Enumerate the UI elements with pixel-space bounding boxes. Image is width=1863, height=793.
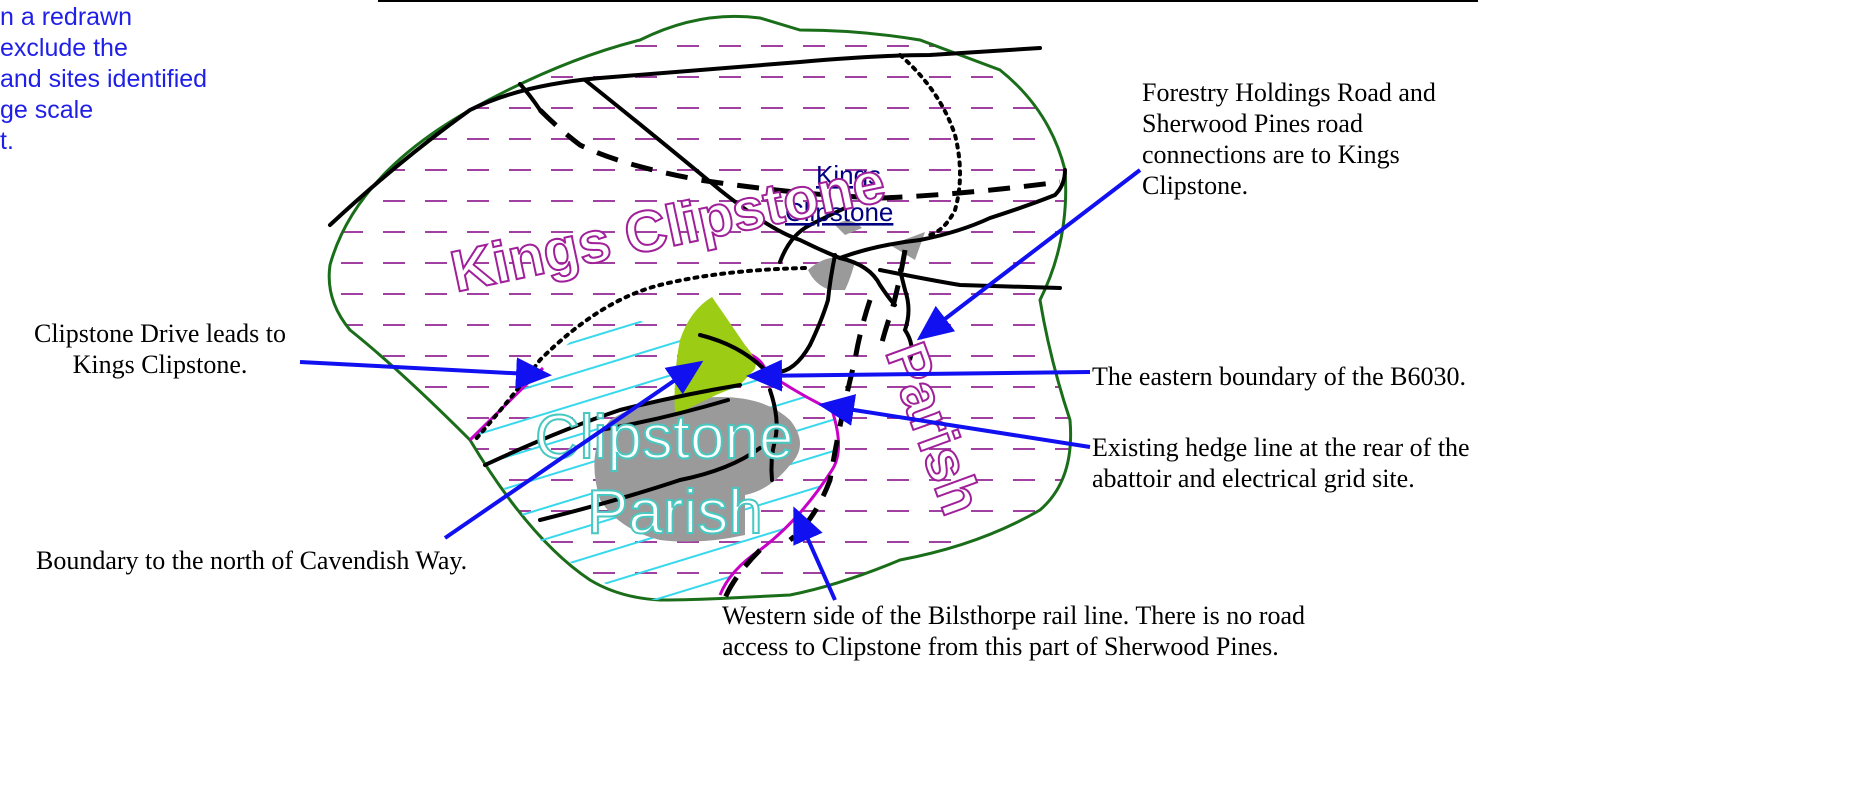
callout-arrows: [299, 168, 1142, 601]
clipstone-parish-label: Clipstone Parish: [534, 402, 794, 548]
callout-clipstone-drive-line: Clipstone Drive leads to: [33, 319, 286, 348]
arrow-cavendish: [443, 360, 704, 540]
callout-cavendish-line: Boundary to the north of Cavendish Way.: [36, 546, 468, 575]
arrow-eastern-boundary: [746, 359, 1091, 392]
callout-cavendish: Boundary to the north of Cavendish Way.: [36, 545, 467, 576]
roads: [328, 46, 1067, 522]
side-note-line: ge scale: [0, 96, 94, 124]
clipstone-parish-label-line2: Parish: [587, 478, 763, 547]
callout-hedge-line-line: abattoir and electrical grid site.: [1092, 464, 1415, 493]
callout-clipstone-drive-line: Kings Clipstone.: [72, 350, 248, 379]
callout-clipstone-drive: Clipstone Drive leads to Kings Clipstone…: [10, 318, 310, 380]
dotted-paths: [473, 53, 962, 442]
callout-bilsthorpe: Western side of the Bilsthorpe rail line…: [722, 600, 1305, 662]
village-label-line1: Kings: [816, 160, 881, 190]
forestry-road: [902, 289, 914, 361]
callout-eastern-boundary-line: The eastern boundary of the B6030.: [1092, 362, 1467, 391]
village-label-line2: Clipstone: [785, 197, 893, 227]
callout-forestry-line: Sherwood Pines road: [1142, 109, 1363, 138]
side-note: n a redrawn exclude the and sites identi…: [0, 2, 300, 157]
arrow-clipstone-drive: [299, 357, 552, 390]
arrow-hedge-line: [818, 394, 1091, 449]
callout-forestry: Forestry Holdings Road and Sherwood Pine…: [1142, 77, 1436, 201]
callout-eastern-boundary: The eastern boundary of the B6030.: [1092, 361, 1466, 392]
callout-bilsthorpe-line: access to Clipstone from this part of Sh…: [722, 632, 1279, 661]
callout-forestry-line: Forestry Holdings Road and: [1142, 78, 1436, 107]
side-note-line: t.: [0, 127, 14, 155]
callout-hedge-line: Existing hedge line at the rear of the a…: [1092, 432, 1470, 494]
village-label: Kings Clipstone: [785, 160, 893, 227]
clipstone-parish-label-line1: Clipstone: [535, 403, 793, 472]
arrow-bilsthorpe: [793, 506, 837, 601]
side-note-line: exclude the: [0, 34, 128, 62]
callout-hedge-line-line: Existing hedge line at the rear of the: [1092, 433, 1470, 462]
side-note-line: and sites identified: [0, 65, 208, 93]
grey-development-area: [594, 396, 800, 542]
arrow-forestry: [916, 168, 1142, 341]
side-note-line: n a redrawn: [0, 3, 133, 31]
callout-forestry-line: connections are to Kings: [1142, 140, 1400, 169]
grey-village-area: [808, 220, 925, 290]
callout-forestry-line: Clipstone.: [1142, 171, 1249, 200]
callout-bilsthorpe-line: Western side of the Bilsthorpe rail line…: [722, 601, 1305, 630]
